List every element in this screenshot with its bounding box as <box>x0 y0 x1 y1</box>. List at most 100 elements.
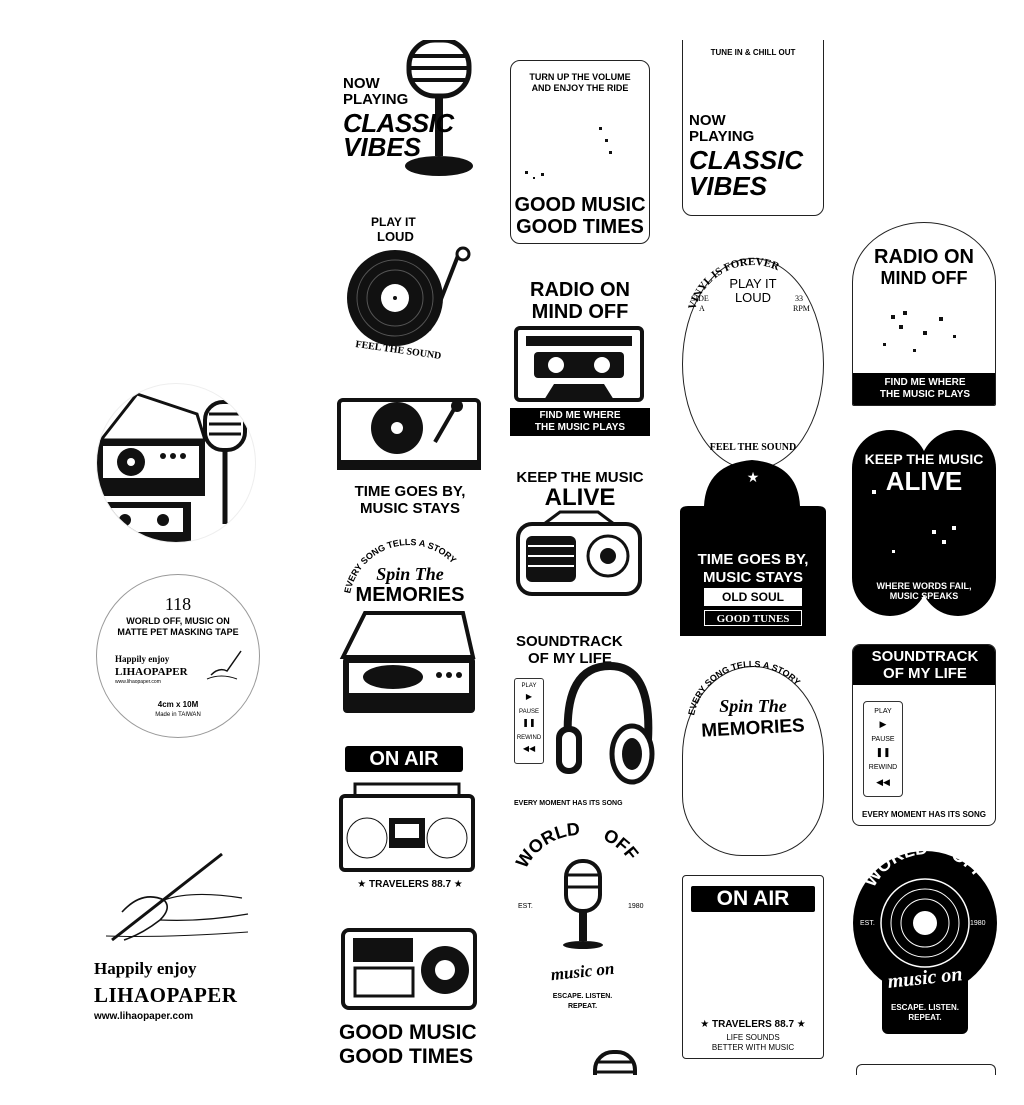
boombox-icon <box>339 782 475 872</box>
footer-enjoy: Happily enjoy <box>94 959 197 978</box>
s4-pause-icon: ❚❚ <box>875 747 891 757</box>
vf-feel-sound: FEEL THE SOUND <box>709 442 797 453</box>
label-url: www.lihaopaper.com <box>115 679 161 685</box>
m3-spin-the: Spin The <box>719 696 787 716</box>
vf-rpm-number: 33 <box>795 294 803 303</box>
good-tunes-bar: GOOD TUNES <box>704 610 802 626</box>
s4-controls-panel: PLAY ▶ PAUSE ❚❚ REWIND ◀◀ <box>863 701 903 797</box>
tune-in-text: TUNE IN & CHILL OUT <box>710 48 796 57</box>
cassette-boombox-icon <box>341 928 477 1010</box>
s4-rewind-icon: ◀◀ <box>876 777 890 787</box>
r4-find-me-line1: FIND ME WHERE <box>884 377 966 388</box>
play-it-text: PLAY IT <box>371 215 416 229</box>
tape-strip-2: TURN UP THE VOLUME AND ENJOY THE RIDE GO… <box>505 40 655 1075</box>
memories-arc: EVERY SONG TELLS A STORY <box>686 659 802 716</box>
sticker-memories-oval: EVERY SONG TELLS A STORY Spin The MEMORI… <box>682 659 824 856</box>
svg-text:★: ★ <box>747 469 760 485</box>
sticker-world-off-black: WORLD OFF EST. 1980 music on ESCAPE. LIS… <box>852 838 998 1034</box>
good-music-text: GOOD MUSIC <box>339 1021 477 1044</box>
w4-est: EST. <box>860 920 875 927</box>
label-size: 4cm x 10M <box>157 700 199 709</box>
of-my-life-text: OF MY LIFE <box>528 650 612 667</box>
tape-label-disc: 118 WORLD OFF, MUSIC ON MATTE PET MASKIN… <box>96 574 260 738</box>
find-me-line1: FIND ME WHERE <box>539 410 621 421</box>
turn-up-line2: AND ENJOY THE RIDE <box>531 83 629 93</box>
vf-play-it: PLAY IT <box>729 276 777 291</box>
s4-play-icon: ▶ <box>879 719 887 729</box>
alive-text: ALIVE <box>544 484 616 511</box>
vintage-radio-icon <box>516 510 642 596</box>
music-on-script: music on <box>549 958 616 985</box>
tg-line1: TIME GOES BY, <box>697 551 809 568</box>
label-line1: WORLD OFF, MUSIC ON <box>126 616 230 626</box>
tune-playing-text: PLAYING <box>689 128 755 145</box>
tune-classic-text: CLASSIC <box>689 145 804 175</box>
tape-roll-photo <box>96 383 256 543</box>
pause-icon: ❚❚ <box>522 718 536 727</box>
vinyl-record-icon <box>347 246 471 346</box>
vinyl-forever-arc: VINYL IS FOREVER <box>686 256 782 311</box>
r4-radio-on: RADIO ON <box>874 246 974 268</box>
loud-text: LOUD <box>377 229 414 244</box>
world-off-arc-text: WORLD OFF <box>512 819 643 872</box>
sticker-world-off-mic: WORLD OFF EST. 1980 music on ESCAPE. LIS… <box>510 819 655 1015</box>
sticker-on-air-frame: ON AIR ★ TRAVELERS 88.7 ★ LIFE SOUNDS BE… <box>682 875 824 1059</box>
r4-mind-off: MIND OFF <box>880 268 968 288</box>
label-brand: LIHAOPAPER <box>115 666 188 678</box>
studio-microphone-icon <box>563 859 603 949</box>
k4-music-speaks: MUSIC SPEAKS <box>889 591 959 601</box>
travelers-caption: ★ TRAVELERS 88.7 ★ <box>357 879 463 890</box>
year-text: 1980 <box>628 903 644 910</box>
svg-text:WORLD: WORLD <box>860 838 929 891</box>
s4-of-my-life: OF MY LIFE <box>883 665 967 682</box>
escape-listen-text: ESCAPE. LISTEN. <box>552 993 613 1000</box>
rewind-label: REWIND <box>516 735 542 741</box>
sticker-soundtrack-frame: SOUNDTRACK OF MY LIFE PLAY ▶ PAUSE ❚❚ RE… <box>852 644 996 826</box>
sparkle-dots-icon <box>525 127 612 179</box>
on-air-frame-caption: ★ TRAVELERS 88.7 ★ <box>700 1019 806 1030</box>
sticker-radio-on-cassette: RADIO ON MIND OFF FIND ME WHERE THE MUSI… <box>510 278 650 440</box>
classic-text: CLASSIC <box>343 108 454 138</box>
w4-repeat: REPEAT. <box>908 1013 942 1022</box>
s4-soundtrack: SOUNDTRACK <box>871 648 979 665</box>
s4-title-bar: SOUNDTRACK OF MY LIFE <box>853 645 995 685</box>
record-player-illustration-icon <box>97 392 247 542</box>
sticker-keep-alive-cloud: KEEP THE MUSIC ALIVE WHERE WORDS FAIL, M… <box>852 430 996 616</box>
old-soul-bar: OLD SOUL <box>704 588 802 606</box>
s4-play-label: PLAY <box>874 708 892 715</box>
hand-writing-icon <box>105 852 249 942</box>
big-good-times: GOOD TIMES <box>516 216 644 238</box>
microphone-top-icon <box>593 1050 637 1075</box>
pause-label: PAUSE <box>519 709 539 715</box>
vf-rpm: RPM <box>793 304 810 313</box>
footer-url: www.lihaopaper.com <box>94 1011 194 1022</box>
keep-the-music-text: KEEP THE MUSIC <box>516 469 644 486</box>
tune-now-text: NOW <box>689 112 726 129</box>
sticker-spin-memories: EVERY SONG TELLS A STORY Spin The MEMORI… <box>335 537 485 715</box>
sticker-turn-up-volume: TURN UP THE VOLUME AND ENJOY THE RIDE GO… <box>510 60 650 244</box>
tape-strip-1: NOW PLAYING CLASSIC VIBES PLAY IT LOUD F… <box>335 40 485 1075</box>
find-me-bar: FIND ME WHERE THE MUSIC PLAYS <box>510 408 650 436</box>
s4-every-moment: EVERY MOMENT HAS ITS SONG <box>861 810 986 819</box>
tape-strip-4: RADIO ON MIND OFF FIND ME WHERE THE MUSI… <box>852 40 998 1075</box>
better-with-music-text: BETTER WITH MUSIC <box>711 1043 795 1052</box>
r4-find-me-bar: FIND ME WHERE THE MUSIC PLAYS <box>853 373 995 405</box>
play-icon: ▶ <box>525 692 533 701</box>
vf-side: SIDE <box>691 294 709 303</box>
headphones-icon <box>556 661 655 785</box>
est-text: EST. <box>518 903 533 910</box>
sticker-vinyl-forever: VINYL IS FOREVER PLAY IT LOUD SIDE A 33 … <box>682 256 824 470</box>
label-made: Made in TAIWAN <box>155 712 201 718</box>
player-controls-panel: PLAY ▶ PAUSE ❚❚ REWIND ◀◀ <box>514 678 544 764</box>
world-off-record-shape <box>853 851 997 1034</box>
sticker-soundtrack-headphones: SOUNDTRACK OF MY LIFE PLAY ▶ PAUSE ❚❚ RE… <box>510 632 655 812</box>
vf-loud: LOUD <box>734 290 772 305</box>
k4-alive: ALIVE <box>885 466 963 496</box>
turn-up-line1: TURN UP THE VOLUME <box>529 72 631 82</box>
sticker-tune-in: TUNE IN & CHILL OUT NOW PLAYING CLASSIC … <box>682 40 824 216</box>
time-goes-by-text: TIME GOES BY, <box>354 483 466 500</box>
playing-text: PLAYING <box>343 91 409 108</box>
microphone-icon <box>405 40 473 176</box>
s4-rewind-label: REWIND <box>868 764 898 771</box>
w4-escape: ESCAPE. LISTEN. <box>890 1003 959 1012</box>
